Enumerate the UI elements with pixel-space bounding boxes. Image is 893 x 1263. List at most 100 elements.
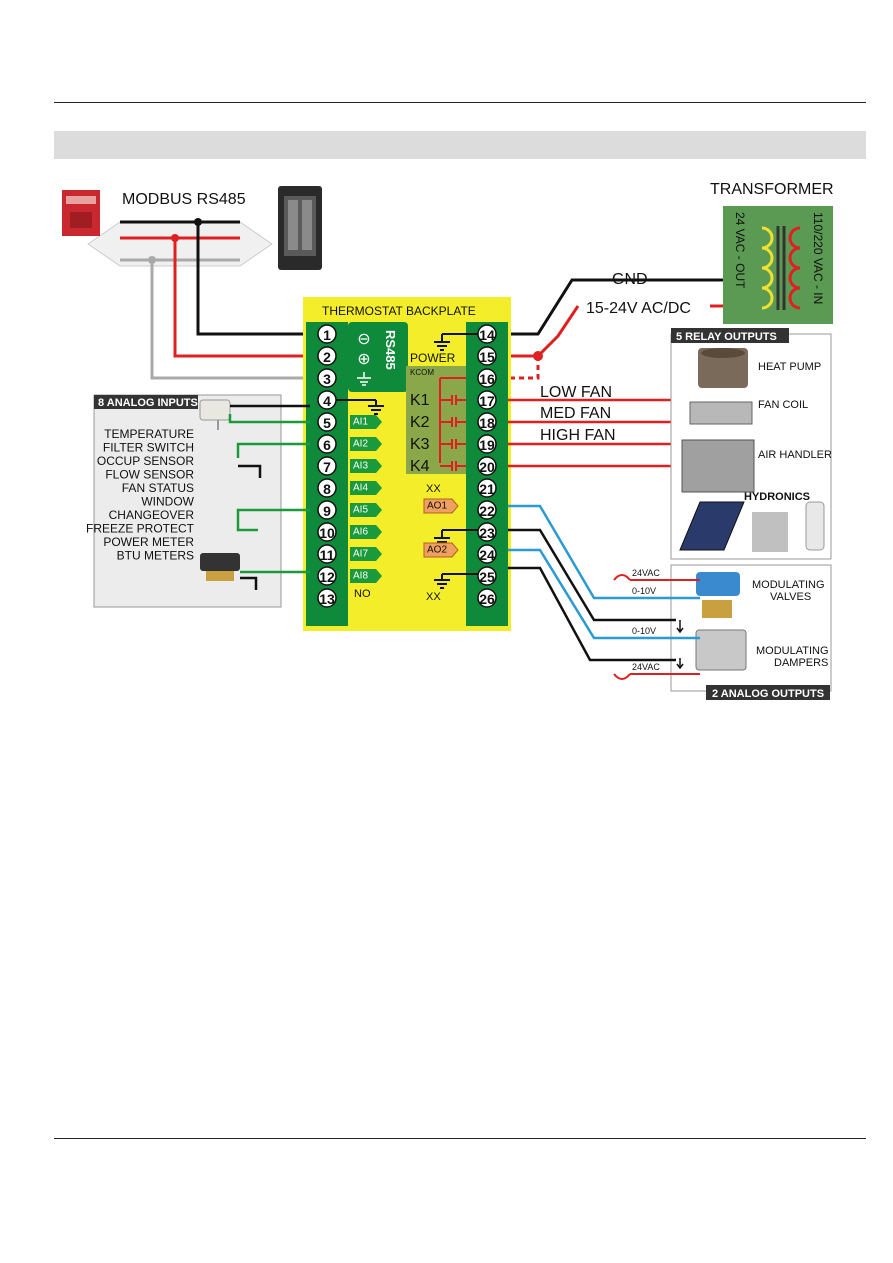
ai-tag-5: AI5 [350, 503, 382, 517]
svg-text:2: 2 [323, 349, 331, 365]
svg-text:AI1: AI1 [353, 417, 368, 428]
relay-k2: K2 [410, 414, 466, 431]
modbus-label: MODBUS RS485 [122, 191, 246, 208]
svg-text:8: 8 [323, 481, 331, 497]
volt-label-valves: 0-10V [632, 586, 656, 596]
terminal-14: 14 [477, 324, 497, 344]
svg-text:12: 12 [319, 569, 335, 585]
analog-input-item: FAN STATUS [122, 481, 194, 495]
analog-input-item: POWER METER [103, 535, 194, 549]
analog-input-item: FLOW SENSOR [105, 468, 194, 482]
svg-text:20: 20 [479, 459, 495, 475]
analog-input-item: CHANGEOVER [109, 508, 195, 522]
svg-text:16: 16 [479, 371, 495, 387]
terminal-8: 8 [317, 478, 337, 498]
svg-text:22: 22 [479, 503, 495, 519]
terminal-4: 4 [317, 390, 337, 410]
relay-output-hydronics: HYDRONICS [744, 491, 810, 503]
xx-label-1: XX [426, 483, 441, 495]
vac-label-dampers: 24VAC [632, 662, 660, 672]
svg-text:15: 15 [479, 349, 495, 365]
svg-text:13: 13 [319, 591, 335, 607]
footer-rule [54, 1138, 866, 1139]
xx-label-2: XX [426, 591, 441, 603]
analog-input-item: WINDOW [141, 495, 194, 509]
svg-text:3: 3 [323, 371, 331, 387]
arrow-icon [676, 620, 684, 670]
terminal-23: 23 [477, 522, 497, 542]
terminal-11: 11 [317, 544, 337, 564]
terminal-12: 12 [317, 566, 337, 586]
analog-input-item: TEMPERATURE [104, 427, 194, 441]
terminal-24: 24 [477, 544, 497, 564]
relay-output-heat-pump: HEAT PUMP [758, 361, 821, 373]
fan-label-med: MED FAN [540, 405, 611, 422]
analog-inputs-title: 8 ANALOG INPUTS [98, 397, 198, 409]
svg-text:18: 18 [479, 415, 495, 431]
svg-text:AI7: AI7 [353, 549, 368, 560]
svg-text:26: 26 [479, 591, 495, 607]
terminal-20: 20 [477, 456, 497, 476]
volt-label-dampers: 0-10V [632, 626, 656, 636]
svg-text:5: 5 [323, 415, 331, 431]
svg-text:AI5: AI5 [353, 505, 368, 516]
ao-tag-1: AO1 [423, 498, 459, 514]
fan-label-high: HIGH FAN [540, 427, 616, 444]
valves-label-1: MODULATING [752, 579, 825, 591]
ai-tag-8: AI8 [350, 569, 382, 583]
svg-text:K3: K3 [410, 436, 430, 453]
rs485-label: RS485 [383, 330, 398, 370]
terminal-15: 15 [477, 346, 497, 366]
ao-tag-2: AO2 [423, 542, 459, 558]
terminal-19: 19 [477, 434, 497, 454]
terminal-7: 7 [317, 456, 337, 476]
transformer-in-label: 110/220 VAC - IN [811, 212, 825, 304]
relay-k4: K4 [410, 458, 466, 475]
ground-icon [357, 372, 371, 386]
terminal-17: 17 [477, 390, 497, 410]
svg-text:AI8: AI8 [353, 571, 368, 582]
heat-pump-icon [698, 348, 748, 388]
svg-text:14: 14 [479, 327, 495, 343]
terminal-6: 6 [317, 434, 337, 454]
temperature-sensor-icon [199, 399, 231, 430]
svg-text:6: 6 [323, 437, 331, 453]
svg-text:25: 25 [479, 569, 495, 585]
transformer-out-label: 24 VAC - OUT [733, 212, 747, 289]
power-label: POWER [410, 351, 456, 365]
valve-actuator-icon [696, 572, 740, 618]
terminal-16: 16 [477, 368, 497, 388]
svg-text:AO2: AO2 [427, 545, 447, 556]
svg-text:7: 7 [323, 459, 331, 475]
svg-text:K2: K2 [410, 414, 430, 431]
svg-text:4: 4 [323, 393, 331, 409]
terminal-25: 25 [477, 566, 497, 586]
controller-device-icon [278, 186, 322, 270]
svg-text:AO1: AO1 [427, 501, 447, 512]
relay-output-fan-coil: FAN COIL [758, 399, 808, 411]
backplate-title: THERMOSTAT BACKPLATE [322, 304, 476, 318]
svg-text:AI4: AI4 [353, 483, 368, 494]
fan-coil-icon [689, 401, 753, 425]
terminal-26: 26 [477, 588, 497, 608]
svg-text:9: 9 [323, 503, 331, 519]
no-label: NO [354, 588, 371, 600]
svg-text:10: 10 [319, 525, 335, 541]
fire-panel-icon [62, 190, 100, 236]
analog-input-item: FREEZE PROTECT [86, 522, 195, 536]
damper-actuator-icon [695, 629, 747, 671]
svg-text:⊖: ⊖ [357, 331, 370, 348]
dampers-label-2: DAMPERS [774, 657, 828, 669]
ground-icon [368, 334, 450, 589]
svg-text:11: 11 [320, 547, 335, 563]
terminal-9: 9 [317, 500, 337, 520]
transformer-coil-icon [761, 226, 801, 310]
svg-text:19: 19 [479, 437, 495, 453]
terminal-2: 2 [317, 346, 337, 366]
terminal-10: 10 [317, 522, 337, 542]
svg-text:⊕: ⊕ [357, 351, 370, 368]
relay-output-air-handler: AIR HANDLER [758, 449, 832, 461]
transformer-label: TRANSFORMER [710, 181, 834, 198]
solar-panel-icon [679, 501, 745, 551]
rs485-block [348, 322, 408, 392]
